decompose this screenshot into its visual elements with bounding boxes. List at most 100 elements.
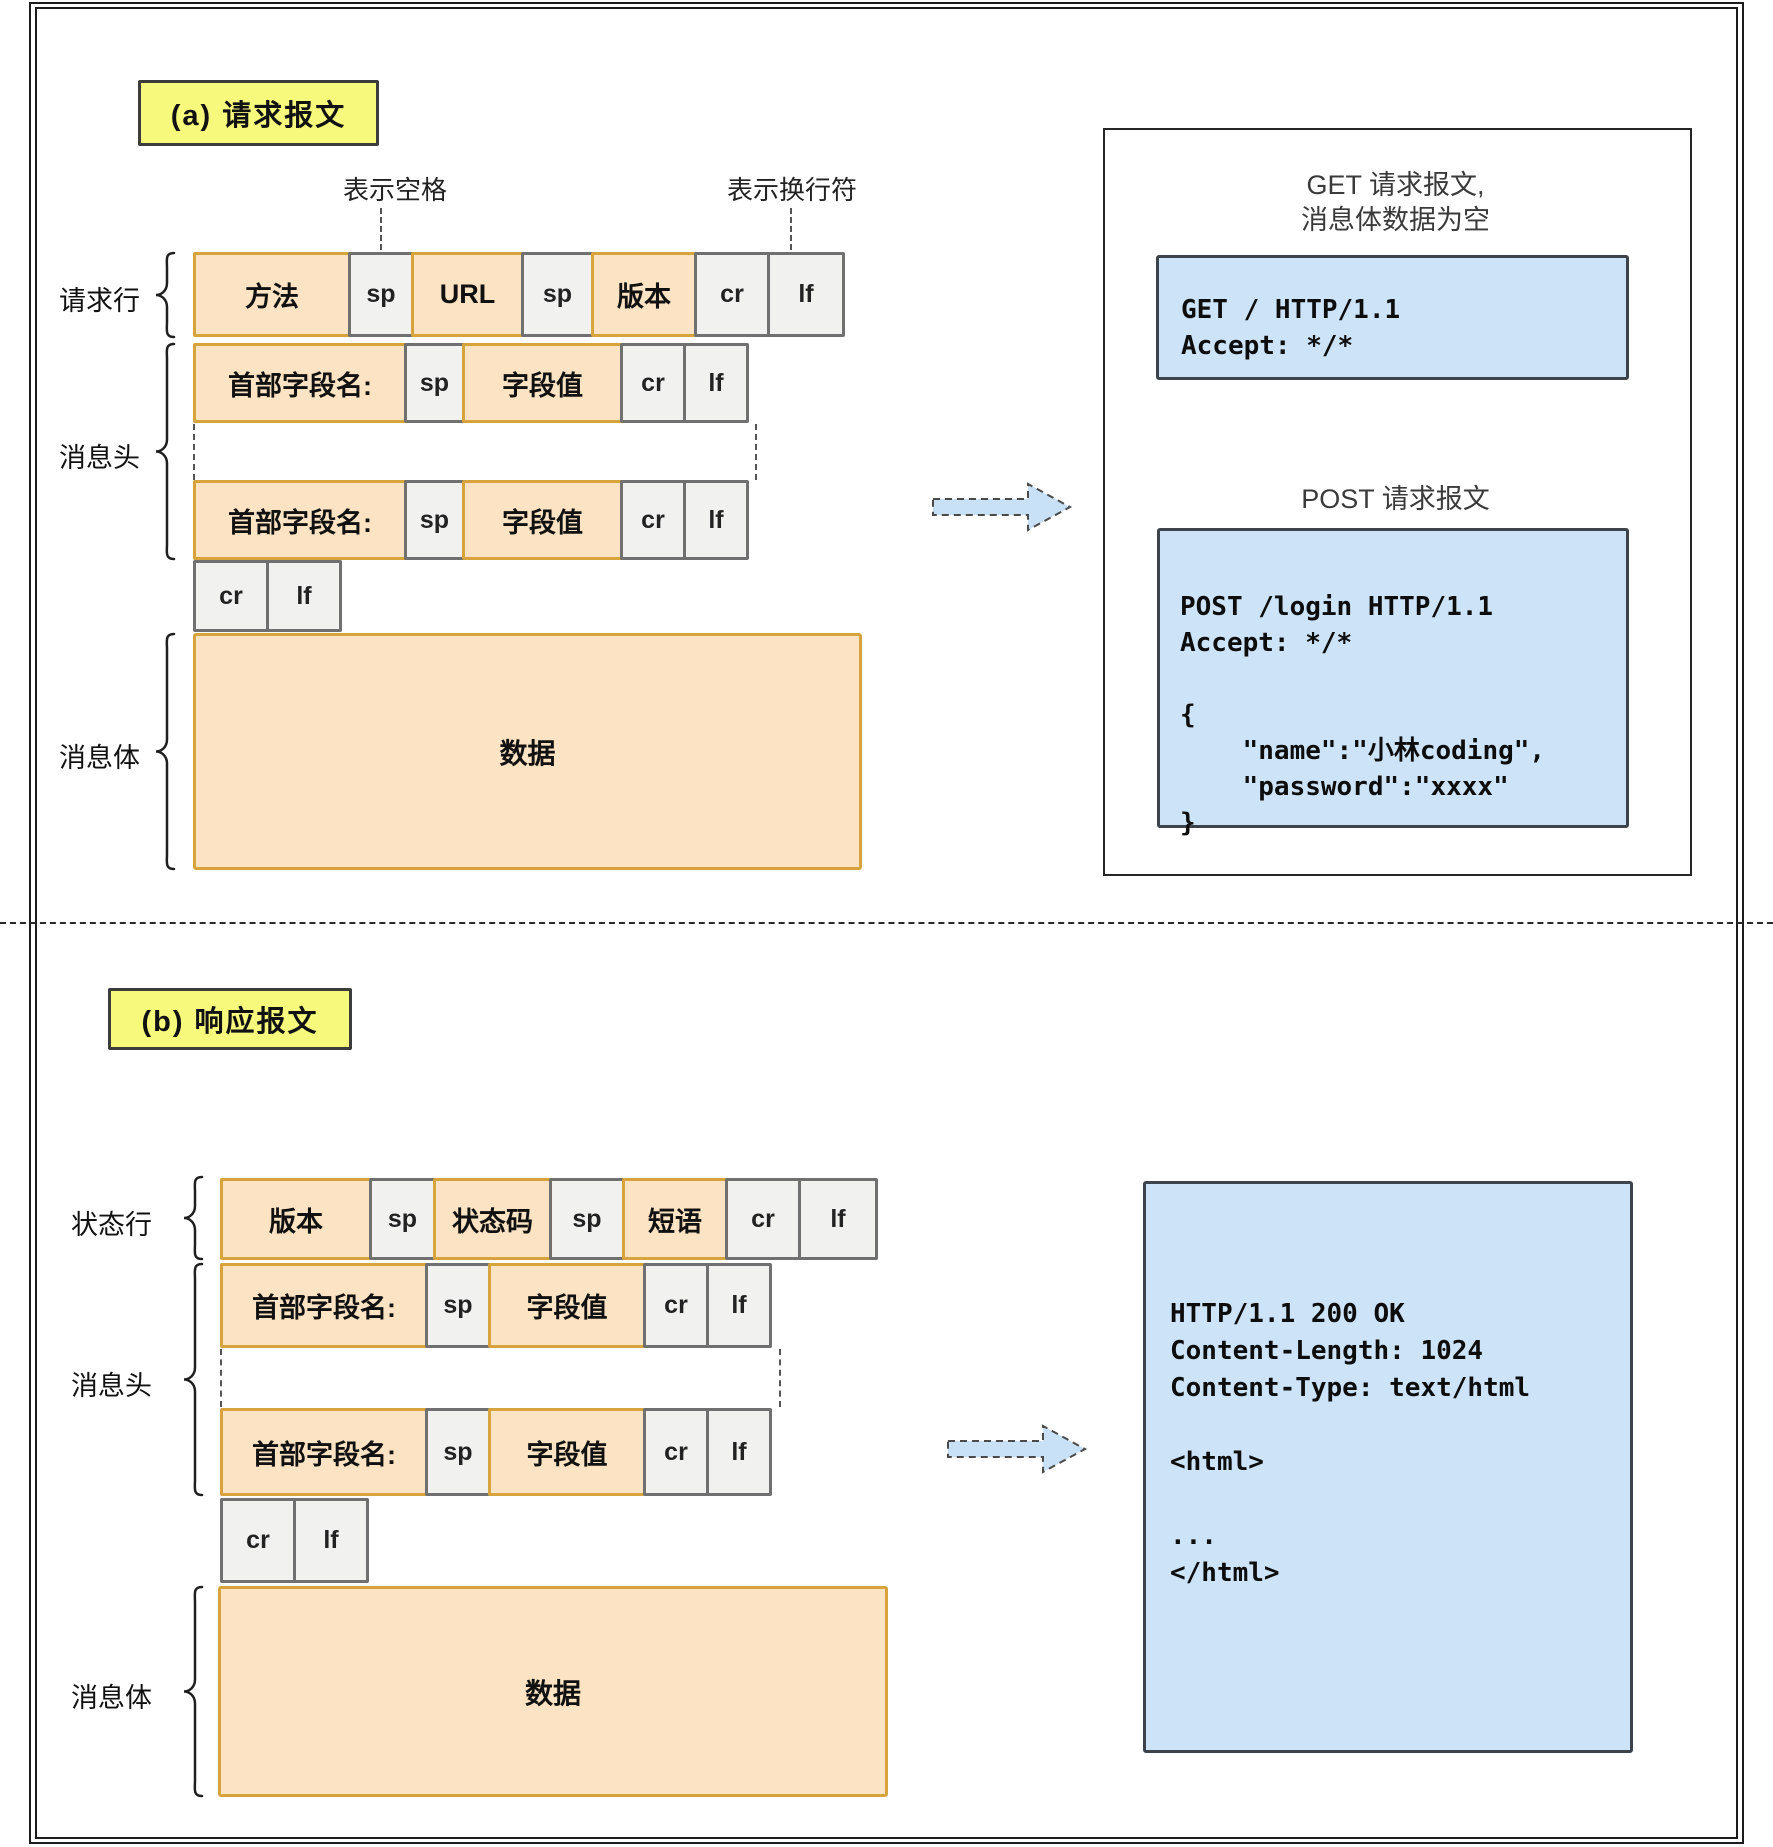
cell-lf-label: lf (798, 280, 814, 308)
cell-lf: lf (798, 1178, 878, 1260)
cell-lf: lf (266, 560, 342, 632)
cell-cr: cr (643, 1263, 709, 1348)
get-example-code: GET / HTTP/1.1 Accept: */* (1181, 295, 1401, 361)
cell-sp-label: sp (366, 280, 396, 308)
cell-sp: sp (404, 343, 465, 423)
cell-sp: sp (404, 480, 465, 560)
header-row: 首部字段名: sp 字段值 cr lf (193, 480, 749, 560)
cell-sp-label: sp (542, 280, 573, 308)
cell-lf: lf (706, 1408, 772, 1496)
cell-lf-label: lf (323, 1526, 339, 1554)
cell-version-label: 版本 (617, 282, 671, 312)
brace-request-line (150, 250, 178, 340)
crlf-row: cr lf (220, 1498, 369, 1583)
section-b-label: (b) 响应报文 (108, 988, 352, 1050)
message-body-box-b: 数据 (218, 1586, 888, 1797)
cell-header-name-label: 首部字段名: (252, 1439, 396, 1470)
cell-cr: cr (620, 480, 686, 560)
cell-lf: lf (683, 343, 749, 423)
cell-sp: sp (425, 1408, 491, 1496)
cell-cr: cr (694, 252, 770, 337)
cell-header-name: 首部字段名: (220, 1263, 428, 1348)
cell-lf: lf (767, 252, 845, 337)
cell-lf: lf (683, 480, 749, 560)
cell-url-label: URL (439, 279, 496, 309)
cell-sp-label: sp (419, 505, 450, 534)
cell-method-label: 方法 (245, 282, 299, 312)
cell-header-name: 首部字段名: (193, 480, 407, 560)
post-example-title: POST 请求报文 (1301, 484, 1490, 514)
cell-sp-label: sp (419, 368, 450, 397)
gap-dashed-right (779, 1349, 781, 1407)
annotation-newline: 表示换行符 (726, 175, 858, 205)
crlf-row: cr lf (193, 560, 342, 632)
gap-dashed-left (193, 424, 195, 480)
cell-lf-label: lf (731, 1291, 747, 1319)
cell-cr: cr (725, 1178, 801, 1260)
cell-header-value: 字段值 (462, 480, 623, 560)
cell-sp: sp (369, 1178, 436, 1260)
header-row: 首部字段名: sp 字段值 cr lf (220, 1408, 772, 1496)
cell-sp: sp (521, 252, 594, 337)
label-body-a: 消息体 (59, 743, 140, 773)
cell-header-value-label: 字段值 (502, 370, 583, 401)
cell-lf-label: lf (708, 505, 724, 534)
brace-headers-a (150, 341, 178, 562)
cell-version-label: 版本 (269, 1206, 323, 1237)
header-row: 首部字段名: sp 字段值 cr lf (193, 343, 749, 423)
response-example-box: HTTP/1.1 200 OK Content-Length: 1024 Con… (1143, 1181, 1633, 1753)
cell-sp-label: sp (443, 1291, 473, 1319)
cell-cr: cr (643, 1408, 709, 1496)
annotation-space-connector (380, 208, 382, 250)
cell-lf-label: lf (296, 581, 312, 610)
section-b-label-text: (b) 响应报文 (141, 1006, 319, 1038)
cell-header-value-label: 字段值 (526, 1293, 608, 1323)
label-status-line: 状态行 (71, 1210, 152, 1240)
cell-cr-label: cr (720, 280, 744, 308)
cell-sp: sp (549, 1178, 625, 1260)
cell-header-name-label: 首部字段名: (228, 370, 372, 401)
cell-lf-label: lf (708, 368, 724, 397)
label-request-line: 请求行 (59, 286, 140, 316)
cell-cr: cr (620, 343, 686, 423)
label-headers-a: 消息头 (59, 443, 140, 473)
message-body-label-b: 数据 (524, 1677, 581, 1709)
annotation-space: 表示空格 (342, 175, 448, 205)
cell-cr-label: cr (664, 1437, 688, 1466)
header-row: 首部字段名: sp 字段值 cr lf (220, 1263, 772, 1348)
post-example-code: POST /login HTTP/1.1 Accept: */* { "name… (1180, 592, 1546, 838)
cell-cr-label: cr (246, 1526, 270, 1554)
brace-status-line (178, 1174, 206, 1262)
cell-cr-label: cr (219, 581, 243, 610)
right-arrow-a (930, 478, 1075, 541)
cell-version: 版本 (591, 252, 697, 337)
cell-sp: sp (425, 1263, 491, 1348)
gap-dashed-left (220, 1349, 222, 1407)
cell-header-value: 字段值 (462, 343, 623, 423)
section-a-label-text: (a) 请求报文 (170, 100, 347, 132)
cell-header-value: 字段值 (488, 1263, 646, 1348)
cell-cr: cr (193, 560, 269, 632)
message-body-label-a: 数据 (499, 737, 556, 769)
cell-header-name: 首部字段名: (220, 1408, 428, 1496)
cell-cr-label: cr (641, 505, 665, 534)
cell-cr-label: cr (641, 368, 665, 397)
cell-sp-label: sp (443, 1437, 473, 1466)
cell-lf-label: lf (830, 1204, 846, 1233)
annotation-newline-connector (790, 208, 792, 250)
brace-body-a (150, 631, 178, 872)
cell-lf-label: lf (731, 1437, 747, 1466)
label-body-b: 消息体 (71, 1683, 152, 1713)
cell-lf: lf (293, 1498, 369, 1583)
section-a-label: (a) 请求报文 (138, 80, 379, 146)
cell-phrase-label: 短语 (648, 1206, 702, 1237)
cell-header-name: 首部字段名: (193, 343, 407, 423)
cell-sp-label: sp (387, 1204, 418, 1233)
brace-headers-b (178, 1261, 206, 1498)
section-divider (0, 922, 1773, 924)
cell-header-value-label: 字段值 (526, 1439, 608, 1470)
response-example-code: HTTP/1.1 200 OK Content-Length: 1024 Con… (1170, 1299, 1531, 1588)
cell-url: URL (411, 252, 524, 337)
right-arrow-b (945, 1420, 1090, 1483)
